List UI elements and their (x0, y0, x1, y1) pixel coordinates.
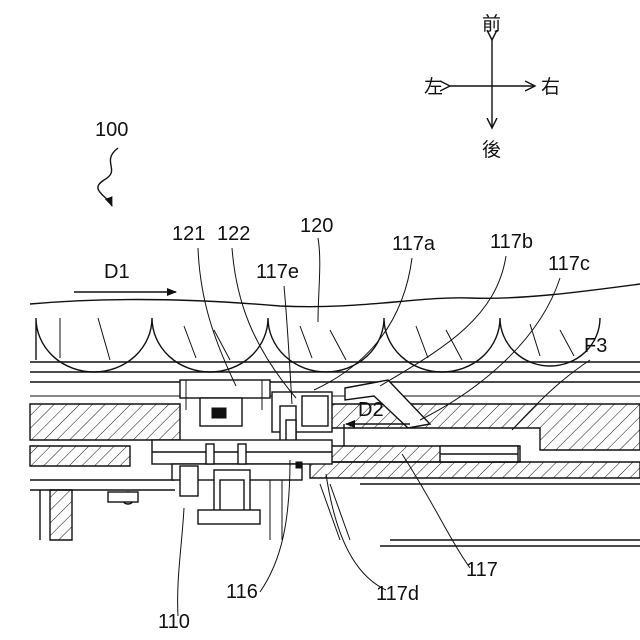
label-117c: 117c (548, 253, 590, 275)
label-116: 116 (226, 581, 258, 603)
direction-right: 右 (541, 76, 560, 98)
label-122: 122 (217, 223, 250, 245)
left-wall (40, 490, 72, 540)
label-d2: D2 (358, 399, 384, 421)
assembly-label-group: 100 (95, 119, 128, 206)
label-117e: 117e (256, 261, 299, 283)
roller-120 (30, 284, 640, 372)
label-121: 121 (172, 223, 205, 245)
label-110: 110 (158, 611, 190, 633)
direction-front: 前 (482, 13, 501, 35)
label-117b: 117b (490, 231, 533, 253)
label-120: 120 (300, 215, 333, 237)
label-117a: 117a (392, 233, 436, 255)
label-d1: D1 (104, 261, 130, 283)
direction-compass: 前 後 左 右 (424, 13, 560, 161)
label-117: 117 (466, 559, 498, 581)
direction-back: 後 (482, 139, 501, 161)
upper-hatched-frame (30, 404, 640, 450)
label-100: 100 (95, 119, 128, 141)
label-117d: 117d (376, 583, 419, 605)
direction-left: 左 (424, 76, 443, 98)
label-f3: F3 (584, 335, 607, 357)
